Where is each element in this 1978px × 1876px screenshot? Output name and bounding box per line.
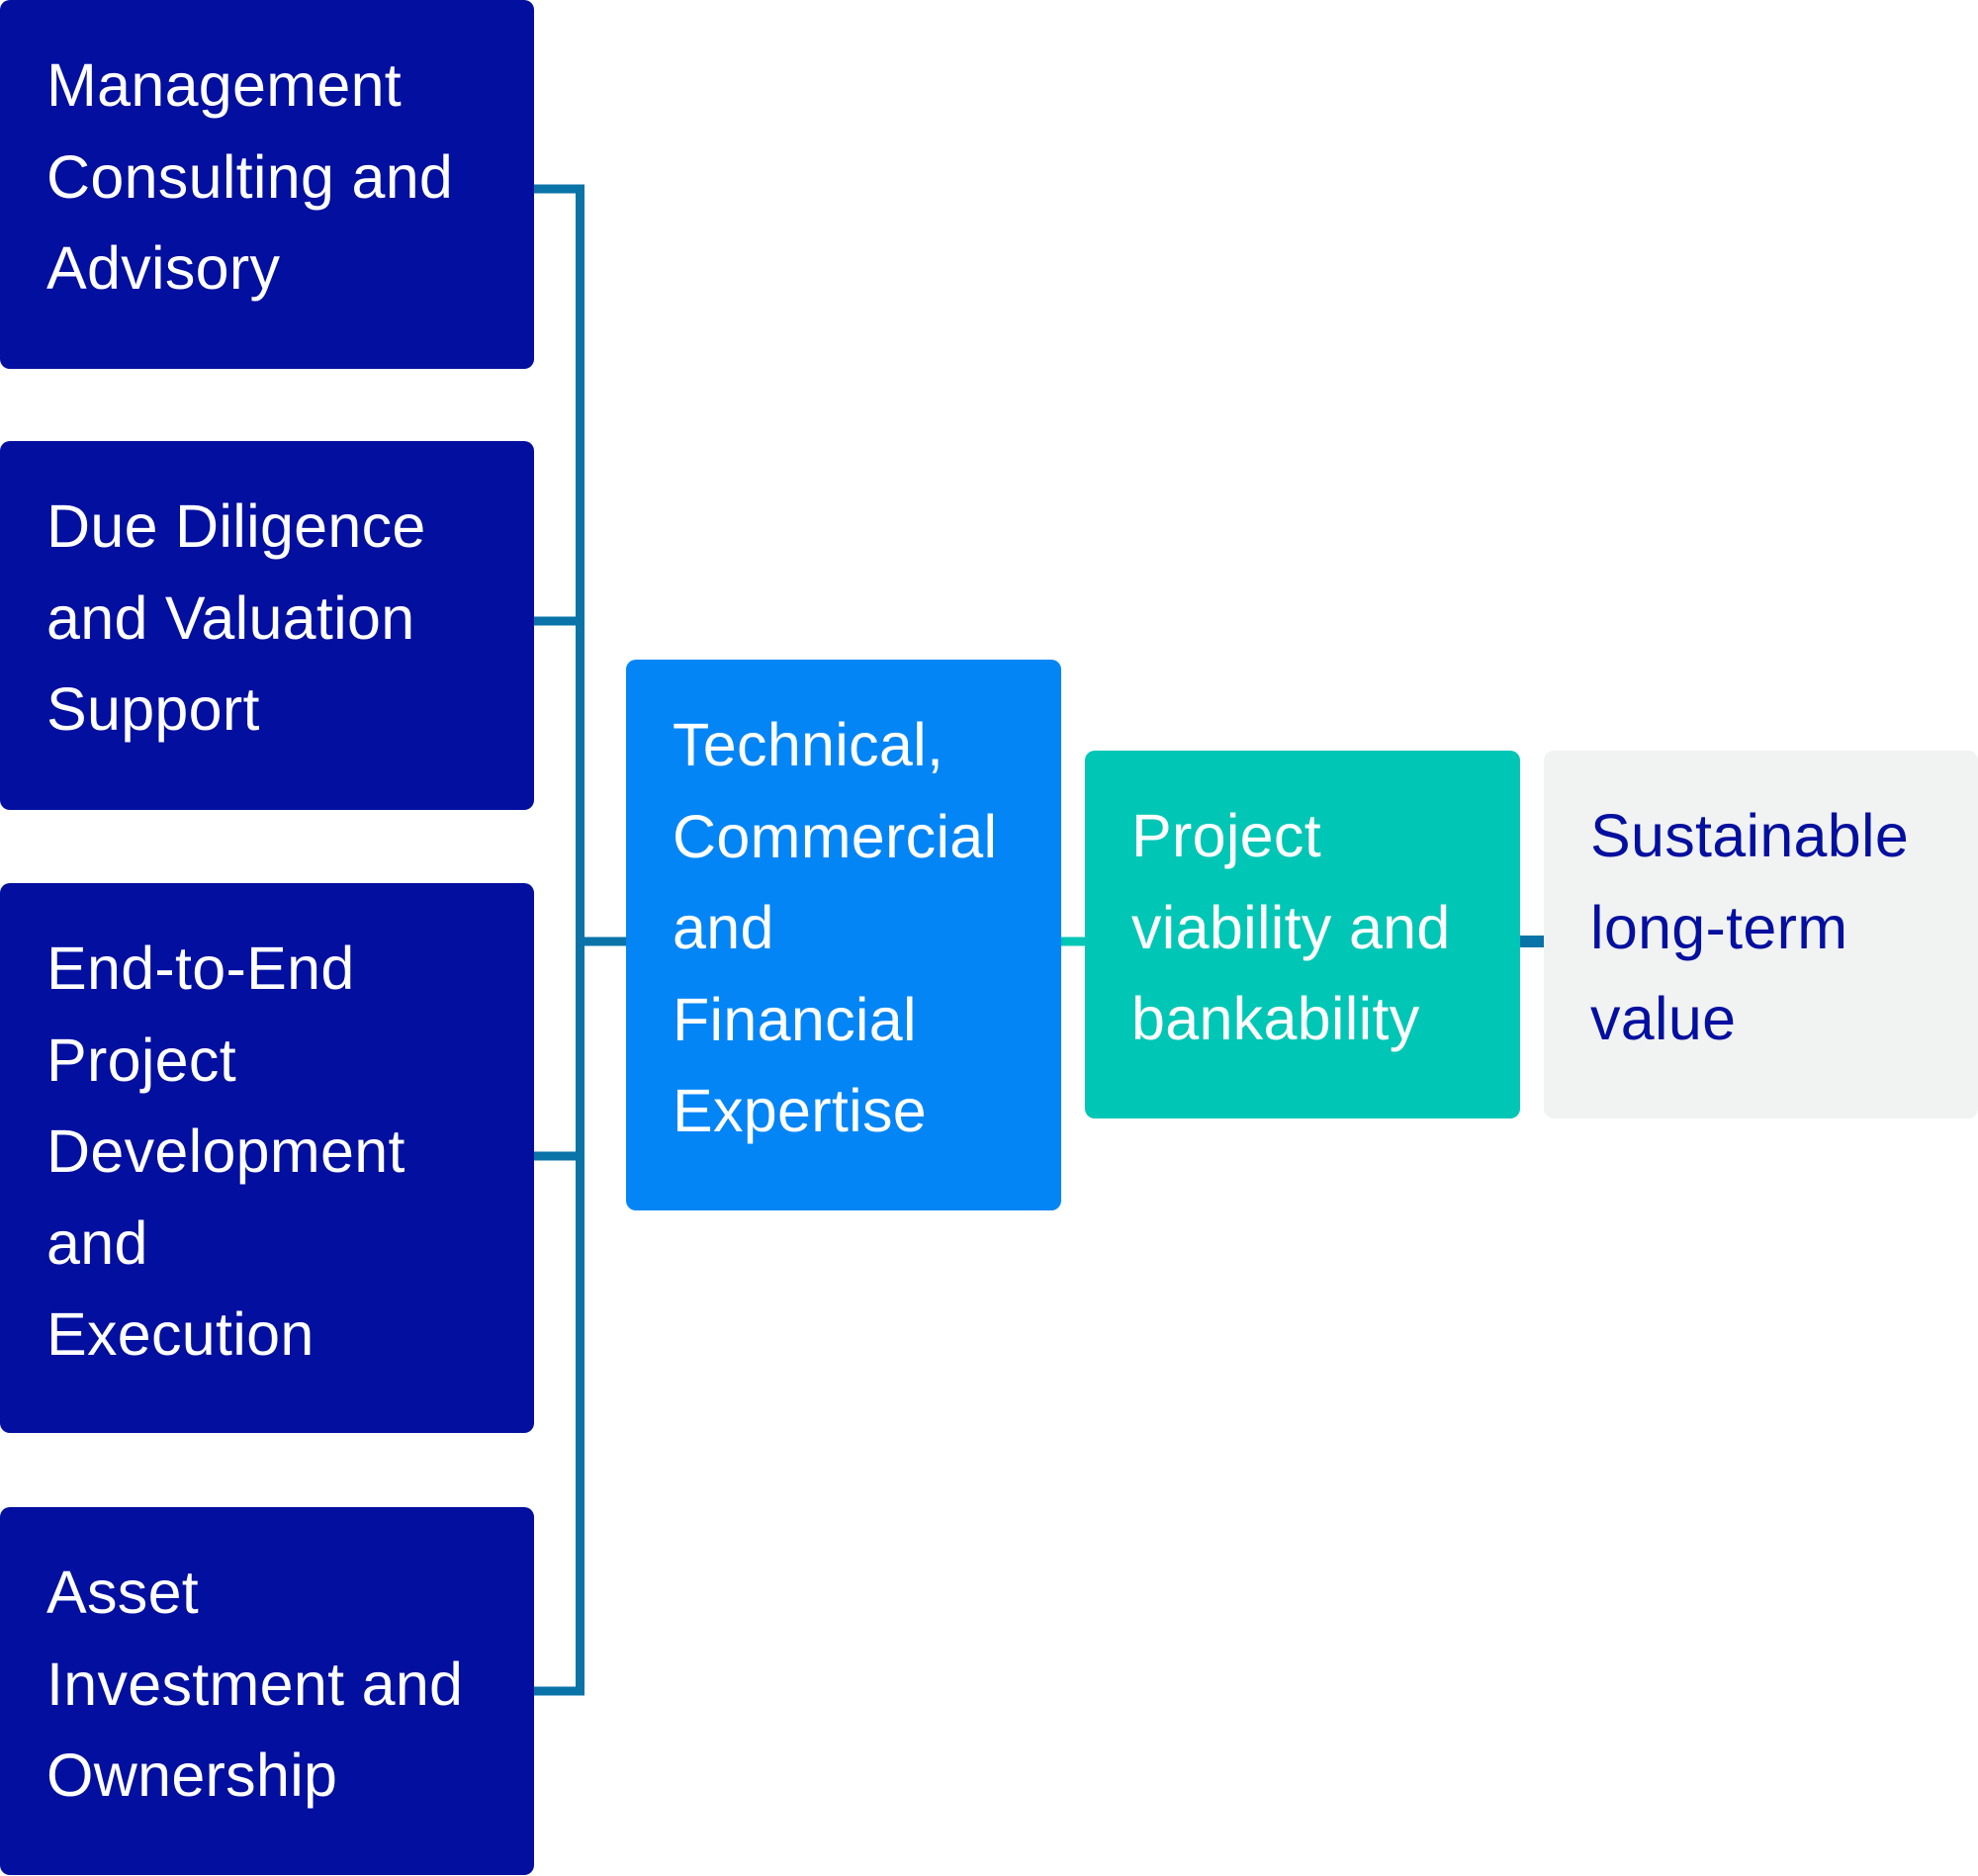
service-box-asset-investment: Asset Investment and Ownership [0,1507,534,1875]
service-box-project-development: End-to-End Project Development and Execu… [0,883,534,1433]
expertise-box: Technical, Commercial and Financial Expe… [626,660,1061,1210]
viability-box: Project viability and bankability [1085,751,1520,1118]
service-box-due-diligence: Due Diligence and Valuation Support [0,441,534,810]
value-box: Sustainable long-term value [1544,751,1978,1118]
service-box-management-consulting: Management Consulting and Advisory [0,0,534,369]
